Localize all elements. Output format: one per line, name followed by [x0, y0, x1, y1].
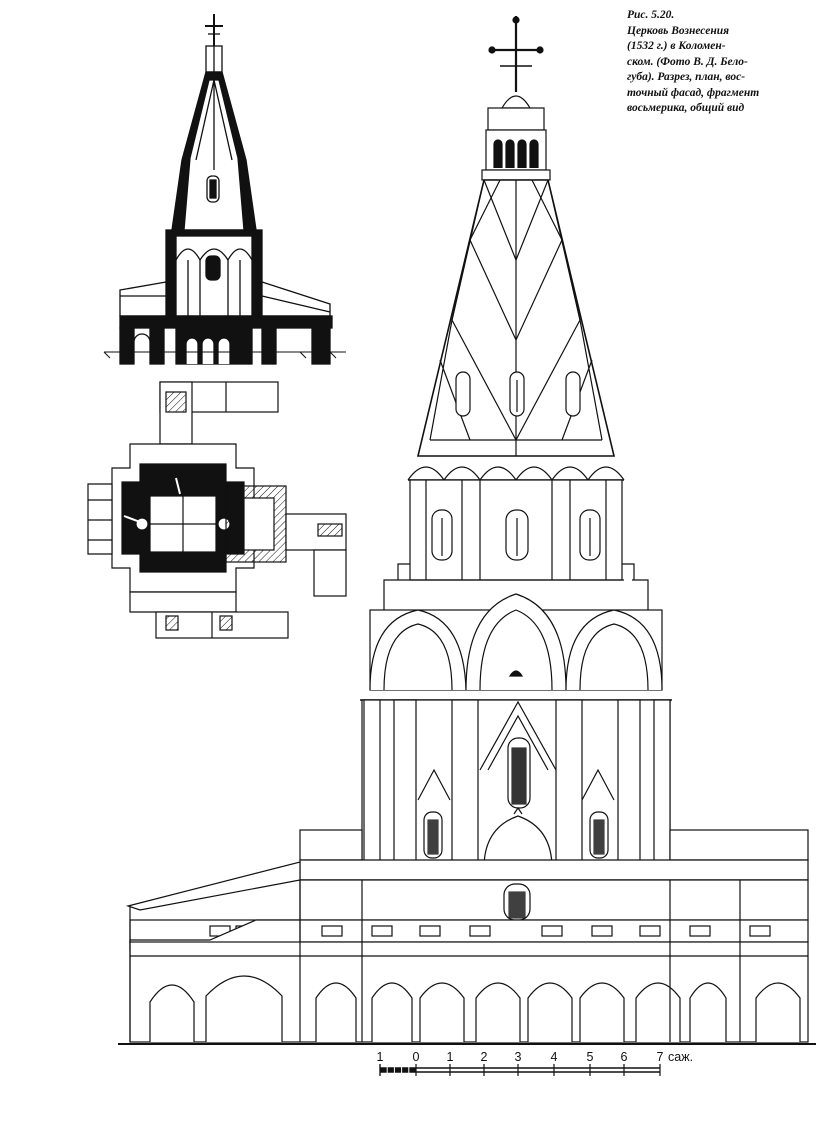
scale-label-5: 4 — [551, 1050, 558, 1064]
scale-label-6: 5 — [587, 1050, 594, 1064]
caption-line-7: восьмерика, общий вид — [627, 102, 745, 114]
figure-caption: Рис. 5.20. Церковь Вознесения (1532 г.) … — [627, 8, 823, 117]
ground-arcade — [149, 975, 801, 1042]
east-facade-drawing — [118, 16, 816, 1045]
scale-unit-label: саж. — [668, 1050, 693, 1064]
caption-line-3: (1532 г.) в Коломен- — [627, 40, 726, 52]
scale-label-8: 7 — [657, 1050, 664, 1064]
scale-label-3: 2 — [481, 1050, 488, 1064]
plan-drawing — [87, 381, 347, 639]
caption-line-6: точный фасад, фрагмент — [627, 86, 760, 99]
scale-label-4: 3 — [515, 1050, 522, 1064]
section-drawing — [103, 14, 346, 365]
scale-label-1: 0 — [413, 1050, 420, 1064]
caption-line-2: Церковь Вознесения — [627, 24, 730, 37]
caption-line-1: Рис. 5.20. — [627, 9, 675, 21]
scale-bar: 1 0 1 2 3 4 5 6 7 саж. — [377, 1050, 693, 1076]
scale-label-2: 1 — [447, 1050, 454, 1064]
scale-label-0: 1 — [377, 1050, 384, 1064]
caption-line-4: ском. (Фото В. Д. Бело- — [627, 55, 748, 68]
scale-label-7: 6 — [621, 1050, 628, 1064]
caption-line-5: губа). Разрез, план, вос- — [627, 71, 746, 83]
